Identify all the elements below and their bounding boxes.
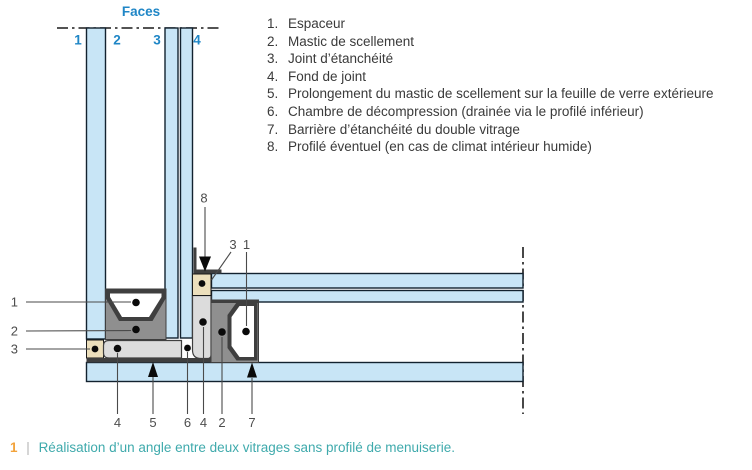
material-dot-spacer-right: [242, 327, 250, 336]
legend-item-text: Fond de joint: [288, 68, 367, 84]
callout-label-2-left: 2: [11, 324, 18, 339]
legend-item: 4. Fond de joint: [267, 68, 713, 86]
figure-caption: 1 | Réalisation d’un angle entre deux vi…: [10, 440, 455, 455]
legend-item: 5. Prolongement du mastic de scellement …: [267, 85, 713, 103]
legend-item-number: 3.: [267, 51, 279, 67]
glazing-barrier-top: [211, 300, 259, 303]
legend-item-text: Joint d’étanchéité: [288, 51, 394, 67]
callout-label-2b: 2: [218, 415, 225, 430]
optional-profile-angle: [193, 247, 222, 274]
legend-item: 1. Espaceur: [267, 15, 713, 33]
legend-item: 7. Barrière d’étanchéité du double vitra…: [267, 121, 713, 139]
material-dot-spacer-left: [132, 298, 140, 307]
legend-item: 3. Joint d’étanchéité: [267, 50, 713, 68]
legend-item-text: Mastic de scellement: [288, 33, 415, 49]
legend-item-text: Profilé éventuel (en cas de climat intér…: [288, 139, 592, 155]
callout-label-7: 7: [248, 415, 255, 430]
face-number-4: 4: [193, 33, 201, 48]
legend-item-number: 1.: [267, 16, 279, 31]
legend-item: 8. Profilé éventuel (en cas de climat in…: [267, 138, 713, 156]
backer-rod-vertical: [191, 294, 212, 360]
callout-label-3-corner: 3: [229, 237, 236, 252]
legend-item-number: 7.: [267, 121, 279, 137]
material-dot-edge-seal-top: [198, 280, 206, 287]
legend-item-number: 8.: [267, 139, 279, 155]
outer-glass-pane-horizontal: [85, 361, 524, 383]
callout-label-6: 6: [184, 415, 191, 430]
callout-label-4a: 4: [114, 415, 121, 430]
callout-label-4b: 4: [200, 415, 207, 430]
sealant-extension-strip: [86, 358, 259, 363]
legend-item-number: 2.: [267, 33, 279, 49]
inner-glass-sheet2-vertical: [179, 27, 194, 339]
material-dot-edge-seal-left: [91, 345, 99, 353]
legend-item-number: 5.: [267, 86, 279, 102]
legend-item-number: 4.: [267, 68, 279, 84]
material-dot-sealant-left: [132, 325, 140, 334]
faces-title: Faces: [122, 4, 160, 19]
face-number-1: 1: [74, 33, 82, 48]
legend-item-text: Chambre de décompression (drainée via le…: [288, 103, 644, 119]
legend-item-number: 6.: [267, 103, 279, 119]
figure-caption-separator: |: [26, 440, 30, 455]
legend-item-text: Espaceur: [288, 16, 346, 31]
material-dot-backer-vertical: [199, 318, 207, 326]
legend-item: 6. Chambre de décompression (drainée via…: [267, 103, 713, 121]
callout-label-1-left: 1: [11, 295, 18, 310]
callout-arrowhead-5: [148, 362, 158, 377]
callout-label-5: 5: [149, 415, 156, 430]
figure-caption-text: Réalisation d’un angle entre deux vitrag…: [38, 440, 456, 455]
legend-item-text: Barrière d’étanchéité du double vitrage: [288, 121, 520, 137]
inner-glass-sheet1-vertical: [164, 27, 179, 339]
face-number-2: 2: [113, 33, 121, 48]
material-dot-backer-horizontal: [113, 344, 122, 353]
material-dot-chamber: [184, 344, 191, 352]
face-number-3: 3: [153, 33, 161, 48]
callout-leader-3-corner: [211, 251, 232, 281]
outer-glass-pane-vertical: [85, 27, 107, 340]
legend-list: 1. Espaceur 2. Mastic de scellement 3. J…: [267, 15, 713, 156]
inner-glass-sheet1-horizontal: [210, 272, 524, 289]
figure-caption-number: 1: [10, 440, 18, 455]
backer-rod-horizontal: [102, 339, 183, 359]
callout-arrowhead-7: [247, 362, 257, 378]
callout-arrowhead-8: [199, 256, 211, 272]
legend-item: 2. Mastic de scellement: [267, 33, 713, 51]
legend-item-text: Prolongement du mastic de scellement sur…: [288, 86, 714, 102]
callout-leader-2-left: [25, 329, 132, 332]
material-dot-sealant-right: [218, 328, 226, 336]
callout-label-3-left: 3: [11, 342, 18, 357]
callout-label-8: 8: [200, 191, 207, 206]
callout-label-1-corner: 1: [243, 237, 250, 252]
